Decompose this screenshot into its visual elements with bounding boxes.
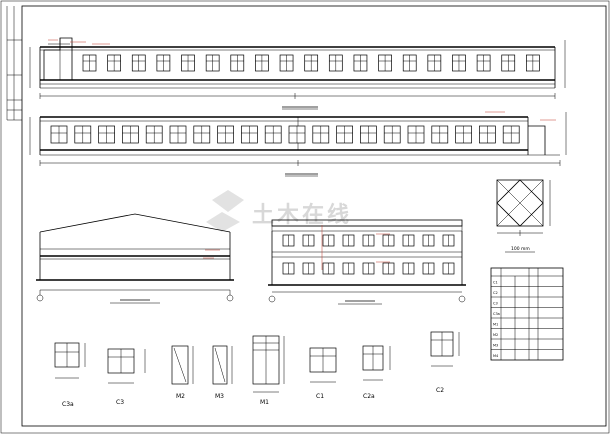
schedule-code: M1: [493, 323, 498, 327]
label-c3: C3: [116, 399, 124, 406]
schedule-code: M3: [493, 344, 498, 348]
watermark-text: 土木在线: [252, 202, 352, 228]
label-c2: C2: [436, 387, 444, 394]
label-c2a: C2a: [363, 393, 375, 400]
inner-frame: [21, 5, 607, 427]
label-m3: M3: [215, 393, 224, 400]
detail-c1: [309, 347, 337, 383]
detail-c3: [107, 348, 146, 384]
plan-detail: 100 mm: [496, 179, 551, 253]
schedule-code: M4: [493, 354, 499, 358]
elevation-side-gable: [36, 213, 234, 304]
schedule-code: M2: [493, 333, 498, 337]
plan-label: 100 mm: [511, 246, 530, 252]
detail-c2a: [362, 345, 391, 381]
elevation-rear: [268, 219, 466, 305]
label-c3a: C3a: [62, 401, 74, 408]
window-door-details: C3a C3 M2 M3 M1 C1 C2a C2: [54, 331, 460, 408]
label-c1: C1: [316, 393, 324, 400]
label-m1: M1: [260, 399, 269, 406]
detail-c3a: [54, 342, 86, 379]
detail-m3: [212, 345, 233, 385]
schedule-code: C3: [493, 302, 498, 306]
detail-c2: [430, 331, 460, 367]
detail-m1: [252, 335, 285, 393]
schedule-code: C2: [493, 291, 498, 295]
title-strip: [6, 6, 22, 121]
schedule-code: C3a: [493, 312, 500, 316]
watermark: 土木在线: [206, 190, 352, 232]
elevation-front-1: [29, 37, 566, 110]
detail-m2: [171, 345, 194, 385]
elevation-front-2: [29, 111, 567, 177]
schedule-code: C1: [493, 281, 498, 285]
label-m2: M2: [176, 393, 185, 400]
